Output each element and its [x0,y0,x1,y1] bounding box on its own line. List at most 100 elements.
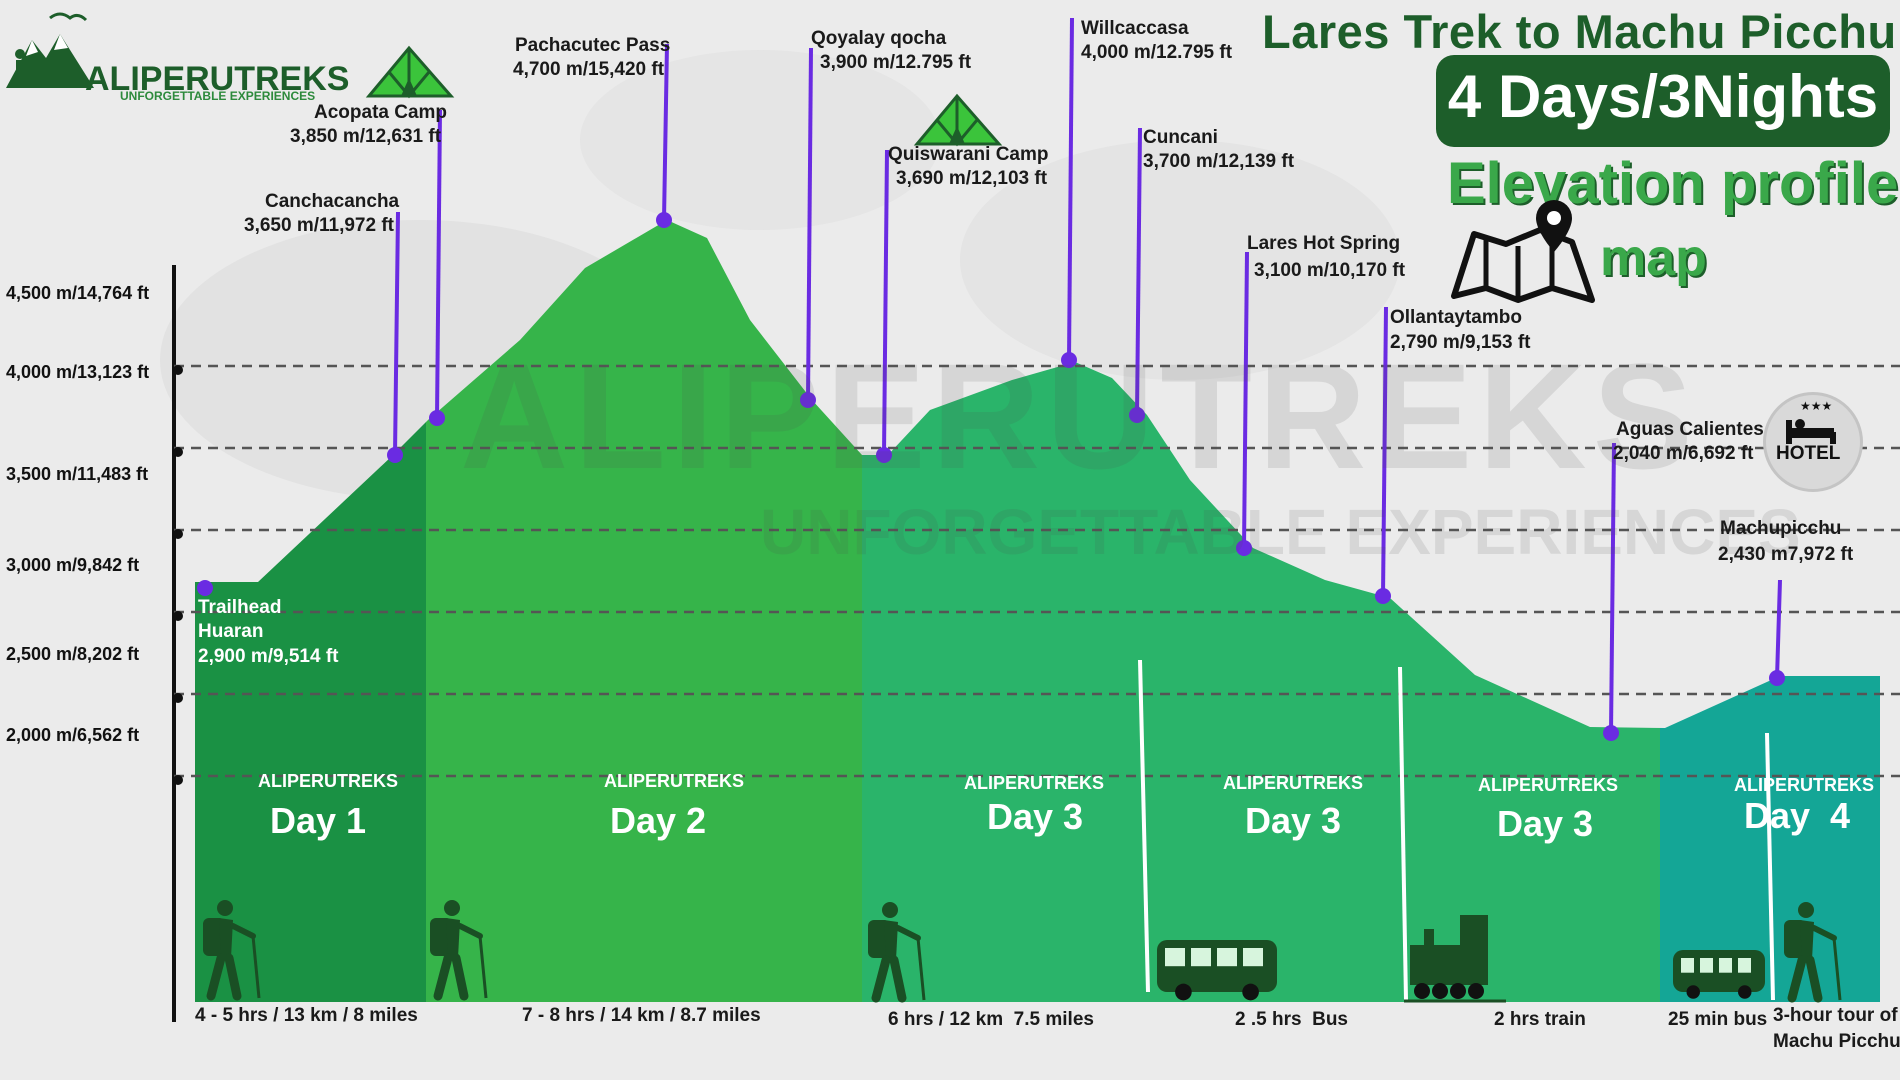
page-title: Lares Trek to Machu Picchu [1262,5,1897,58]
y-axis-label: 2,000 m/6,562 ft [6,725,140,745]
segment-2-day: Day 2 [610,800,707,841]
bus-icon [1157,940,1277,1001]
segment-1-info: 4 - 5 hrs / 13 km / 8 miles [195,1005,418,1026]
subtitle-map: map [1600,229,1707,287]
final-note: 3-hour tour of Machu Picchu [1773,1005,1900,1052]
y-axis-label: 4,000 m/13,123 ft [6,362,150,382]
stop-stem [662,43,669,221]
stop-stem [1067,17,1074,361]
hotel-label: HOTEL [1776,443,1841,464]
hiker-icon [430,900,488,1001]
duration-badge [1436,55,1890,147]
segment-3-day: Day 3 [987,796,1084,837]
stop-marker: 3,900 m/12.795 ft [800,392,816,408]
logo-tagline: UNFORGETTABLE EXPERIENCES [120,89,316,103]
hiker-icon [1784,902,1842,1003]
stop-stem [882,149,889,456]
stop-1-name: Canchacancha [265,191,400,212]
y-tick [173,365,183,375]
stop-2-elev: 3,850 m/12,631 ft [290,126,442,147]
segment-6-logo: ALIPERUTREKS [1734,775,1875,795]
segment-6-day: Day 4 [1744,795,1851,836]
stop-4-name: Qoyalay qocha [811,28,947,49]
bed-icon: ★★★ [1786,399,1836,444]
segment-2-logo: ALIPERUTREKS [604,771,745,791]
segment-divider [1398,666,1408,1001]
y-tick [173,693,183,703]
stop-3-elev: 4,700 m/15,420 ft [513,59,665,80]
train-icon [1404,915,1506,1003]
stop-0-elev: 2,900 m/9,514 ft [198,646,339,667]
segment-2-info: 7 - 8 hrs / 14 km / 8.7 miles [522,1005,761,1026]
y-tick [173,529,183,539]
camp-tent-icon [365,45,455,99]
segment-4-logo: ALIPERUTREKS [1223,773,1364,793]
segment-5-logo: ALIPERUTREKS [1478,775,1619,795]
segment-divider [1765,732,1775,1001]
logo-name: ALIPERUTREKS [85,60,350,98]
y-tick [173,447,183,457]
stop-marker: 2,790 m/9,153 ft [1375,588,1391,604]
watermark-main: ALIPERUTREKS [460,332,1699,500]
stop-11-elev: 2,430 m7,972 ft [1718,544,1854,565]
stop-1-elev: 3,650 m/11,972 ft [244,215,394,236]
stop-4-elev: 3,900 m/12.795 ft [820,52,972,73]
segment-5-info: 2 hrs train [1494,1009,1586,1030]
subtitle-elevation: Elevation profile [1447,151,1899,216]
stop-10-elev: 2,040 m/6,692 ft [1613,443,1754,464]
stop-marker: 3,850 m/12,631 ft [429,410,445,426]
duration-text: 4 Days/3Nights [1447,63,1879,130]
stop-stem [393,211,400,456]
stop-5-elev: 3,690 m/12,103 ft [896,168,1048,189]
camp-tent-icon [913,93,1003,147]
stop-8-name: Lares Hot Spring [1247,233,1401,254]
hiker-icon [203,900,261,1001]
y-tick [173,611,183,621]
segment-3-logo: ALIPERUTREKS [964,773,1105,793]
stop-11-name: Machupicchu [1720,518,1842,539]
stop-marker: 2,430 m7,972 ft [1769,670,1785,686]
stop-stem [1775,579,1782,679]
stop-marker: 3,690 m/12,103 ft [876,447,892,463]
segment-4-day: Day 3 [1245,800,1342,841]
map-pin-icon [1451,200,1595,303]
stop-stem [1135,127,1142,416]
stop-stem [1242,251,1249,549]
segment-divider [1138,659,1150,993]
stop-marker: 3,700 m/12,139 ft [1129,407,1145,423]
segment-1-day: Day 1 [270,800,367,841]
stop-5-name: Quiswarani Camp [888,144,1049,165]
stop-6-name: Willcaccasa [1081,18,1189,39]
stop-2-name: Acopata Camp [314,102,448,123]
stop-marker: 2,900 m/9,514 ft [197,580,213,596]
y-axis-label: 3,500 m/11,483 ft [6,464,149,484]
stop-9-name: Ollantaytambo [1390,307,1522,328]
stop-6-elev: 4,000 m/12.795 ft [1081,42,1233,63]
stop-marker: 4,700 m/15,420 ft [656,212,672,228]
stop-stem [435,109,442,419]
segment-4-info: 2 .5 hrs Bus [1235,1009,1348,1030]
y-tick [173,775,183,785]
stop-7-name: Cuncani [1143,127,1218,148]
stop-7-elev: 3,700 m/12,139 ft [1143,151,1295,172]
svg-text:★★★: ★★★ [1800,399,1832,413]
stop-8-elev: 3,100 m/10,170 ft [1254,260,1406,281]
segment-3-info: 6 hrs / 12 km 7.5 miles [888,1009,1094,1030]
stop-marker: 4,000 m/12.795 ft [1061,352,1077,368]
hiker-icon [868,902,926,1003]
stop-0-name: Trailhead Huaran [198,597,282,642]
watermark-sub: UNFORGETTABLE EXPERIENCES [760,496,1801,568]
stop-9-elev: 2,790 m/9,153 ft [1390,332,1531,353]
y-axis-label: 2,500 m/8,202 ft [6,644,140,664]
stop-marker: 2,040 m/6,692 ft [1603,725,1619,741]
stop-marker: 3,650 m/11,972 ft [387,447,403,463]
stop-marker: 3,100 m/10,170 ft [1236,540,1252,556]
hotel-badge [1763,392,1863,492]
logo-mountain-icon [6,12,94,88]
stop-10-name: Aguas Calientes [1616,419,1764,440]
stop-stem [1609,442,1616,734]
segment-1-logo: ALIPERUTREKS [258,771,399,791]
stop-stem [806,47,813,401]
